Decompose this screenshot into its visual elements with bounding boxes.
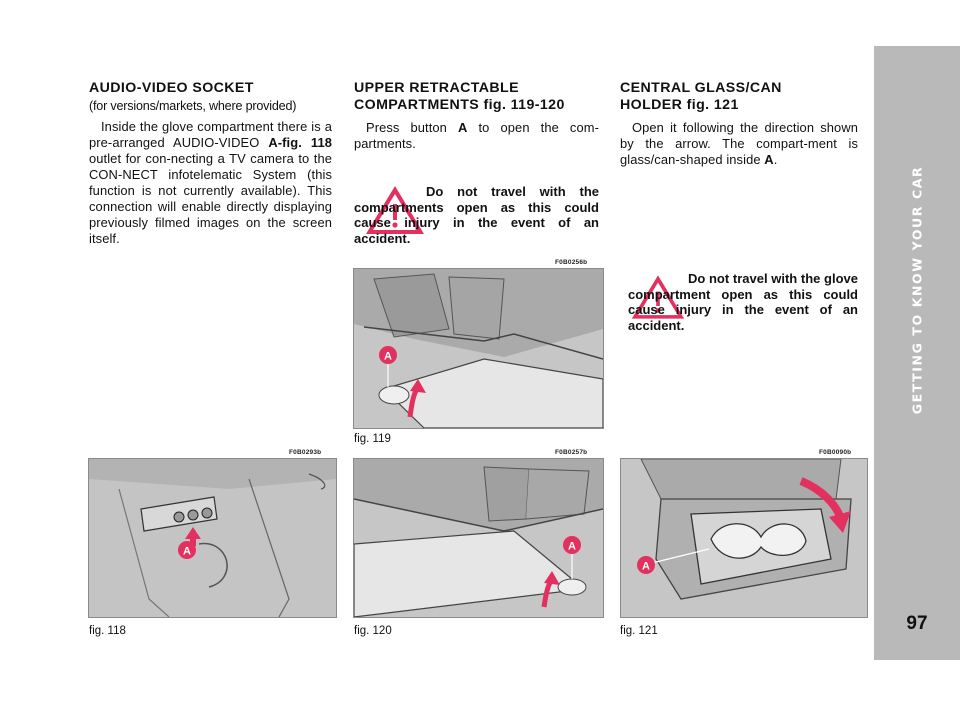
retractable-body: Press button A to open the com-partments…	[354, 120, 599, 151]
fig118-label: fig. 118	[89, 625, 126, 637]
fig121-label: fig. 121	[620, 625, 658, 637]
fig119-image: A	[353, 268, 604, 429]
section-title: GETTING TO KNOW YOUR CAR	[909, 165, 925, 415]
fig118-callout: A	[183, 546, 191, 558]
fig120-callout: A	[568, 541, 576, 553]
fig120-code: F0B0257b	[555, 449, 588, 456]
fig121-code: F0B0090b	[819, 449, 852, 456]
fig120-image: A	[353, 458, 604, 618]
warning-triangle-icon	[631, 275, 685, 319]
warning-triangle-icon	[366, 186, 424, 234]
glass-holder-title-line1: CENTRAL GLASS/CAN	[620, 80, 782, 96]
fig121-callout: A	[642, 561, 650, 573]
glass-holder-section: CENTRAL GLASS/CAN HOLDER fig. 121 Open i…	[620, 80, 858, 168]
fig119-label: fig. 119	[354, 433, 391, 445]
glove-warning: Do not travel with the glove compartment…	[628, 271, 858, 337]
retractable-title-line1: UPPER RETRACTABLE	[354, 80, 519, 96]
audio-video-title: AUDIO-VIDEO SOCKET	[89, 80, 254, 96]
section-side-tab	[874, 46, 960, 660]
page-number: 97	[906, 613, 928, 634]
fig121-image: A	[620, 458, 868, 618]
audio-video-section: AUDIO-VIDEO SOCKET (for versions/markets…	[89, 80, 332, 247]
fig118-code: F0B0293b	[289, 449, 322, 456]
fig120-label: fig. 120	[354, 625, 392, 637]
glass-holder-title-line2: HOLDER fig. 121	[620, 97, 739, 113]
retractable-warning-text: Do not travel with the compartments open…	[354, 184, 599, 246]
glass-holder-body: Open it following the direction shown by…	[620, 120, 858, 167]
fig119-callout: A	[384, 351, 392, 363]
audio-video-body: Inside the glove compartment there is a …	[89, 119, 332, 246]
fig118-image: A	[88, 458, 337, 618]
audio-video-subtitle: (for versions/markets, where provided)	[89, 99, 297, 113]
retractable-warning: Do not travel with the compartments open…	[354, 184, 599, 250]
retractable-section: UPPER RETRACTABLE COMPARTMENTS fig. 119-…	[354, 80, 599, 152]
glove-warning-text: Do not travel with the glove compartment…	[628, 271, 858, 333]
fig119-code: F0B0256b	[555, 259, 588, 266]
retractable-title-line2: COMPARTMENTS fig. 119-120	[354, 97, 565, 113]
